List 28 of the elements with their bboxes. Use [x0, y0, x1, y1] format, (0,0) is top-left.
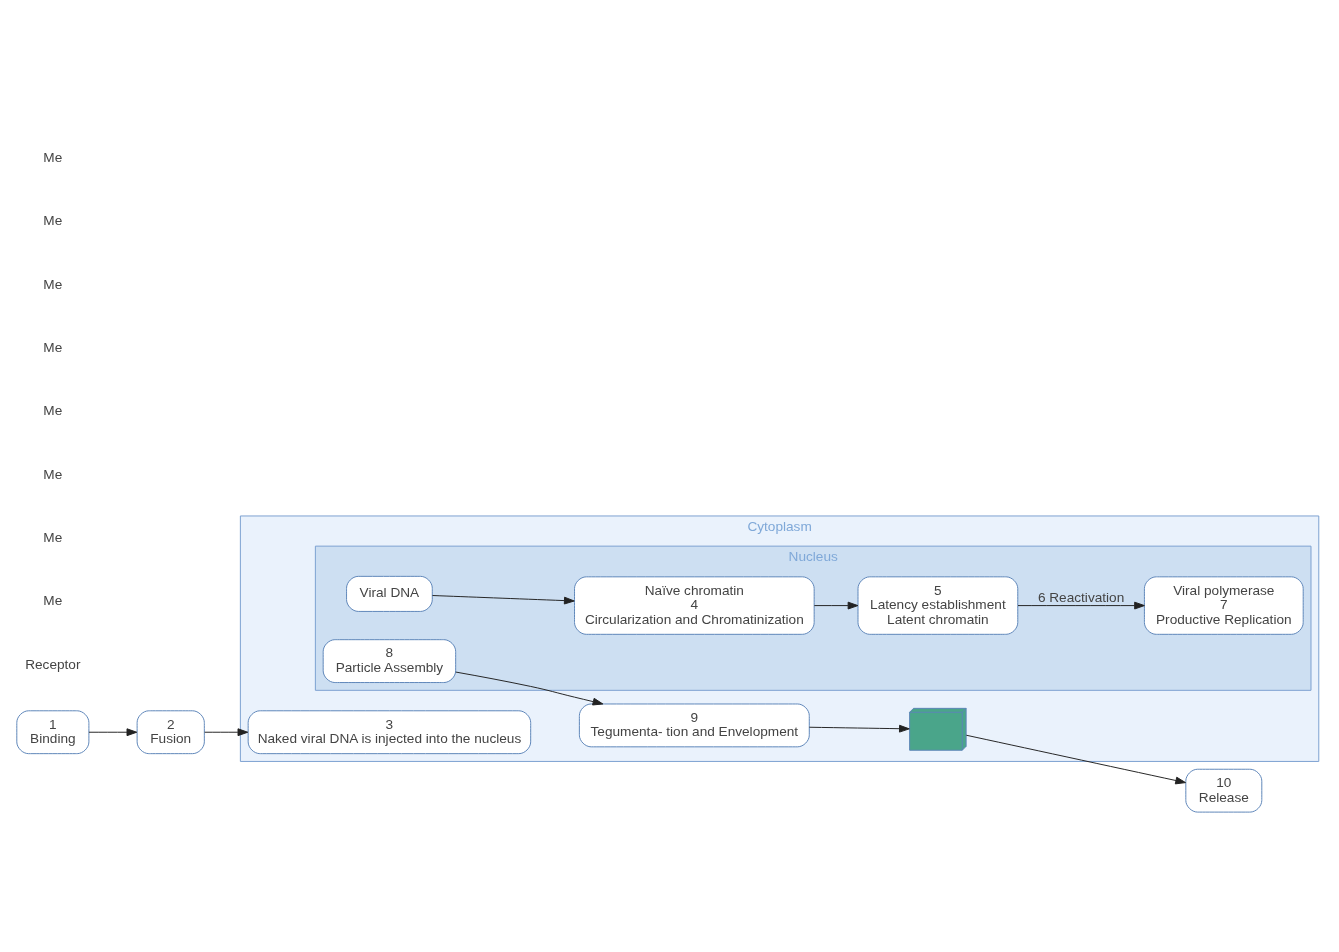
label: Me: [43, 402, 63, 418]
label: Me: [43, 529, 63, 545]
arrow: [455, 671, 604, 705]
node-box: Naïve chromatin 4 Circularization and Chromatinization: [574, 575, 815, 635]
label: Receptor: [25, 656, 81, 672]
node-box: 10 Release: [1185, 768, 1263, 813]
arrow: [432, 594, 575, 604]
node-box: Viral polymerase 7 Productive Replication: [1143, 575, 1304, 635]
label: Me: [43, 466, 63, 482]
edge-label: 6 Reactivation: [1037, 589, 1125, 605]
arrow: [813, 601, 859, 609]
label: Me: [43, 592, 63, 608]
node-box: Viral DNA: [346, 575, 433, 612]
node-box: 2 Fusion: [136, 709, 205, 754]
arrow: [1017, 601, 1145, 609]
label: Me: [43, 339, 63, 355]
node-box: 3 Naked viral DNA is injected into the nucleus: [247, 709, 532, 754]
node-box: 1 Binding: [16, 709, 90, 754]
node-box: 9 Tegumenta- tion and Envelopment: [578, 703, 810, 747]
node-box: 8 Particle Assembly: [322, 638, 457, 683]
node-box: 5 Latency establishment Latent chromatin: [857, 575, 1019, 635]
label: Me: [43, 212, 63, 228]
arrow: [204, 727, 249, 736]
arrow: [965, 734, 1186, 784]
arrow: [88, 727, 138, 736]
arrow: [808, 724, 910, 733]
label: Me: [43, 276, 63, 292]
label: Me: [43, 149, 63, 165]
